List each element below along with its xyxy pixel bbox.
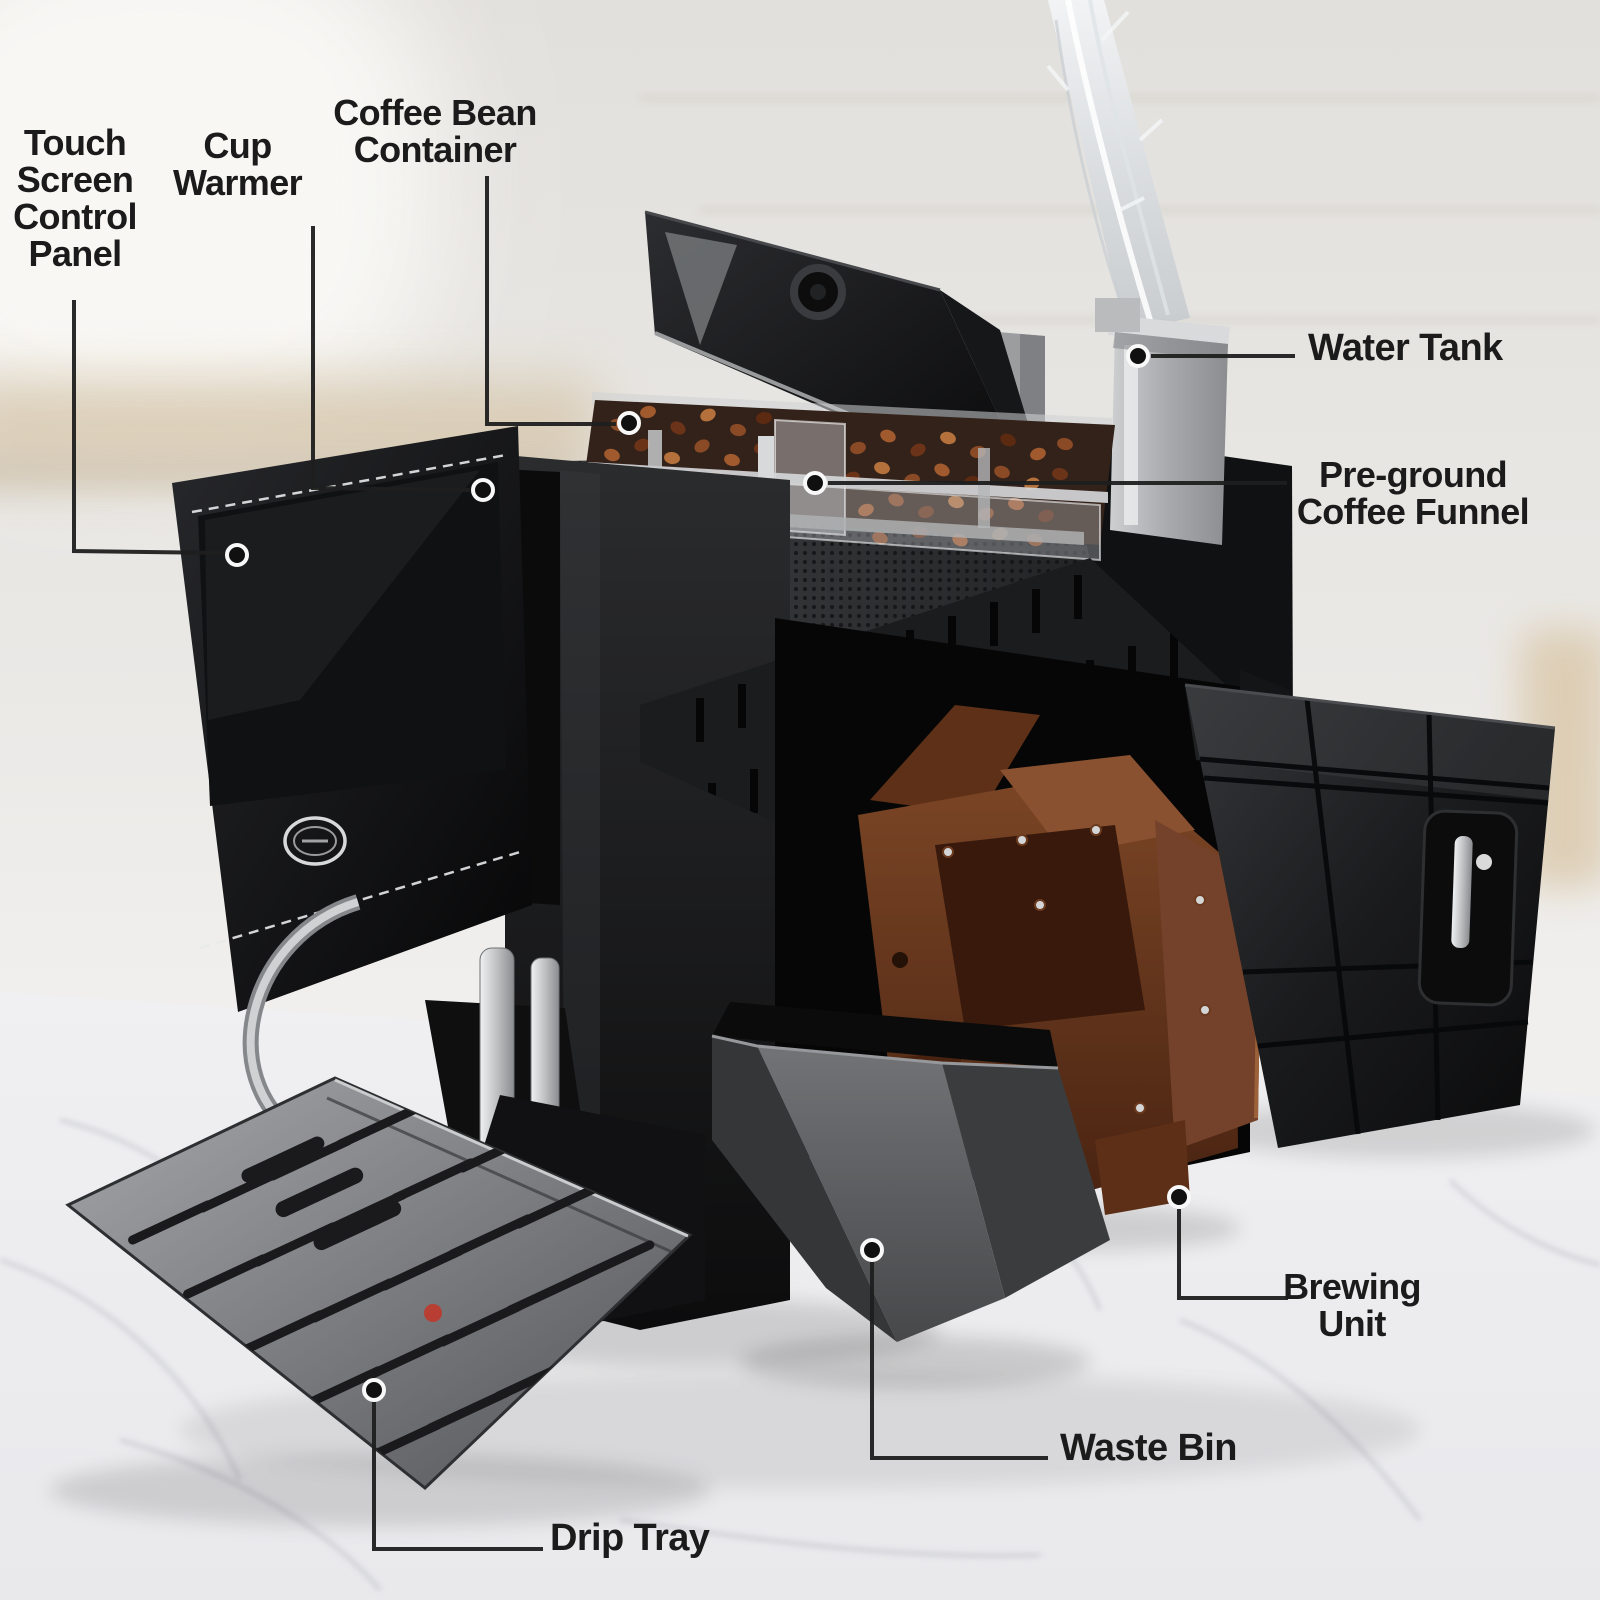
panel-accent-line-bottom bbox=[199, 850, 521, 950]
leader-dot-cup-warmer bbox=[471, 478, 495, 502]
water-tank bbox=[1095, 298, 1230, 545]
label-line: Control bbox=[13, 196, 137, 237]
drip-tray-red-indicator bbox=[424, 1304, 442, 1322]
label-line: Panel bbox=[28, 233, 122, 274]
leader-waste-bin bbox=[870, 1262, 1048, 1460]
leader-dot-pre-ground-funnel bbox=[803, 471, 827, 495]
panel-accent-line-top bbox=[191, 453, 507, 514]
label-coffee-bean-container: Coffee Bean Container bbox=[310, 94, 560, 168]
leader-cup-warmer bbox=[311, 226, 471, 492]
door-handle bbox=[1417, 809, 1519, 1007]
label-line: Cup bbox=[203, 125, 272, 166]
label-water-tank: Water Tank bbox=[1308, 327, 1503, 369]
leader-touch-screen bbox=[72, 300, 225, 555]
leader-dot-water-tank bbox=[1126, 344, 1150, 368]
leader-dot-brewing-unit bbox=[1167, 1185, 1191, 1209]
label-line: Pre-ground bbox=[1319, 454, 1508, 495]
label-touch-screen-control-panel: Touch Screen Control Panel bbox=[0, 124, 150, 272]
label-brewing-unit: Brewing Unit bbox=[1278, 1268, 1426, 1342]
label-line: Coffee Bean bbox=[333, 92, 537, 133]
water-stream bbox=[1046, 0, 1190, 332]
door-grid-grooves bbox=[1199, 698, 1550, 1135]
side-door bbox=[1184, 670, 1556, 1148]
brand-badge bbox=[283, 816, 347, 866]
leader-dot-waste-bin bbox=[860, 1238, 884, 1262]
label-waste-bin: Waste Bin bbox=[1060, 1427, 1237, 1469]
label-line: Screen bbox=[16, 159, 134, 200]
label-line: Coffee Funnel bbox=[1296, 491, 1530, 532]
touch-screen-control-panel bbox=[172, 426, 560, 1012]
leader-brewing-unit bbox=[1177, 1209, 1288, 1300]
label-pre-ground-coffee-funnel: Pre-ground Coffee Funnel bbox=[1282, 456, 1544, 530]
touch-screen bbox=[198, 462, 506, 806]
label-line: Brewing bbox=[1283, 1266, 1421, 1307]
label-line: Touch bbox=[23, 122, 127, 163]
leader-dot-touch-screen bbox=[225, 543, 249, 567]
leader-dot-drip-tray bbox=[362, 1378, 386, 1402]
drip-tray bbox=[65, 1076, 693, 1490]
label-line: Warmer bbox=[172, 162, 303, 203]
label-drip-tray: Drip Tray bbox=[550, 1517, 710, 1559]
brewing-unit bbox=[858, 705, 1262, 1215]
leader-drip-tray bbox=[372, 1402, 543, 1551]
leader-dot-coffee-bean-container bbox=[617, 411, 641, 435]
label-line: Container bbox=[353, 129, 517, 170]
machine-rear-right-block bbox=[1042, 430, 1293, 740]
drip-tray-slots bbox=[128, 1104, 655, 1465]
waste-bin bbox=[711, 1002, 1110, 1342]
leader-coffee-bean-container bbox=[485, 176, 616, 426]
label-line: Unit bbox=[1318, 1303, 1386, 1344]
label-cup-warmer: Cup Warmer bbox=[160, 127, 315, 201]
